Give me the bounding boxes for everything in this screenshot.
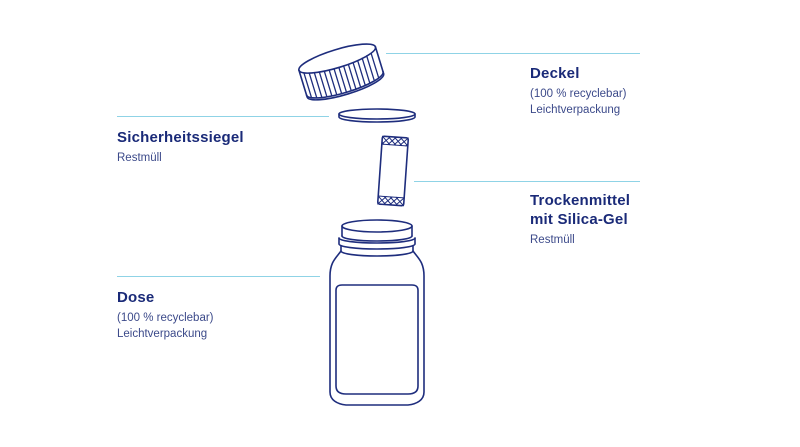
dose-bin: Leichtverpackung [117,328,208,340]
trockenmittel-title-line1: Trockenmittel [530,192,631,209]
deckel-title: Deckel [530,65,580,82]
desiccant-icon [376,135,410,207]
deckel-bin: Leichtverpackung [530,104,621,116]
leader-line-dose [117,276,320,277]
jar-icon [329,219,425,406]
siegel-bin: Restmüll [117,152,162,164]
seal-icon [338,108,416,123]
lid-icon [298,43,385,101]
dose-recycle-note: (100 % recyclebar) [117,312,214,324]
dose-title: Dose [117,289,155,306]
siegel-title: Sicherheitssiegel [117,129,244,146]
leader-line-trockenmittel [414,181,640,182]
trockenmittel-title-line2: mit Silica-Gel [530,211,628,228]
label-deckel: Deckel (100 % recyclebar) Leichtverpacku… [530,64,627,118]
leader-line-siegel [117,116,329,117]
label-siegel: Sicherheitssiegel Restmüll [117,128,244,166]
label-trockenmittel: Trockenmittel mit Silica-Gel Restmüll [530,191,630,248]
deckel-recycle-note: (100 % recyclebar) [530,88,627,100]
label-dose: Dose (100 % recyclebar) Leichtverpackung [117,288,214,342]
leader-line-deckel [386,53,640,54]
trockenmittel-bin: Restmüll [530,234,575,246]
